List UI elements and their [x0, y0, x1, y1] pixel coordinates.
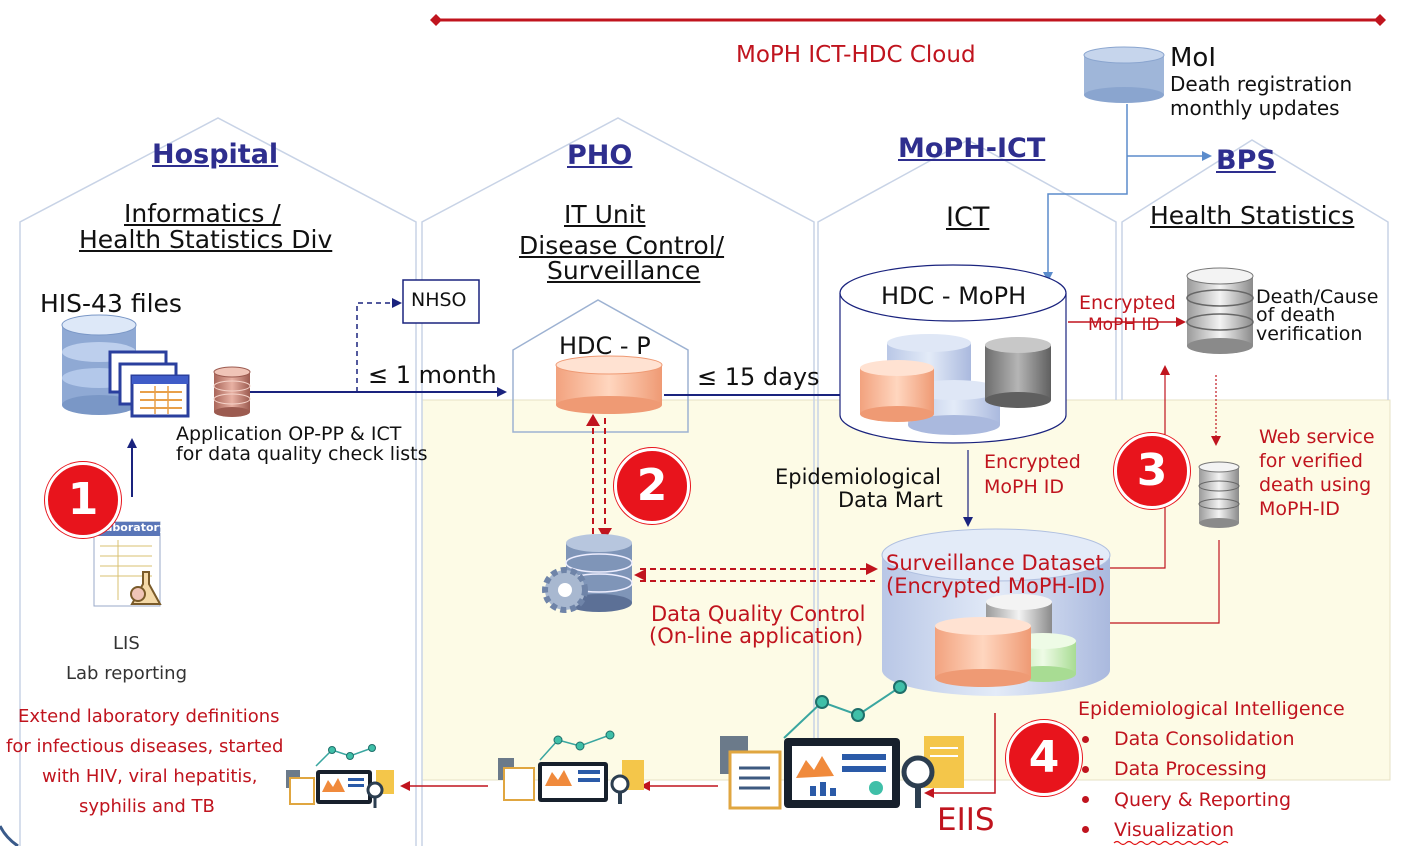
moi-database-icon [1083, 46, 1165, 103]
enc-mid-line1: Encrypted [984, 451, 1081, 473]
bps-house [1121, 139, 1389, 400]
lab-report-icon [93, 521, 162, 607]
spellcheck-underline [1113, 840, 1229, 846]
enc-top-line2: MoPH ID [1088, 315, 1160, 335]
dashboard-icon-medium [498, 730, 644, 804]
hdc-p-label: HDC - P [559, 332, 651, 360]
extend-line3: with HIV, viral hepatitis, [42, 766, 258, 787]
extend-line1: Extend laboratory definitions [18, 706, 280, 727]
extend-line2: for infectious diseases, started [6, 736, 284, 757]
enc-mid-line2: MoPH ID [984, 476, 1065, 498]
enc-top-line1: Encrypted [1079, 292, 1176, 314]
death-database-icon [1186, 267, 1254, 354]
gear-database-icon [542, 534, 633, 613]
dqc-line2: (On-line application) [649, 624, 864, 648]
days-label: ≤ 15 days [697, 363, 820, 391]
section-title-hospital: Hospital [152, 139, 279, 170]
step-badge-1: 1 [45, 462, 121, 538]
surv-line2: (Encrypted MoPH-ID) [886, 574, 1106, 598]
surv-line1: Surveillance Dataset [886, 551, 1104, 575]
surveillance-database [881, 528, 1111, 696]
app-database-icon [213, 366, 251, 417]
death-line3: verification [1256, 323, 1363, 345]
intel-bullet-3 [1082, 796, 1089, 803]
step-badge-3: 3 [1114, 433, 1190, 509]
dashboard-icon-large [720, 680, 964, 810]
nhso-box [402, 279, 480, 324]
lab-icon-label: Laboratory [98, 521, 167, 534]
extend-line4: syphilis and TB [79, 796, 215, 817]
nhso-label: NHSO [411, 289, 467, 311]
intel-item-3: Query & Reporting [1114, 789, 1292, 811]
web-line3: death using [1259, 474, 1372, 496]
web-line4: MoPH-ID [1259, 498, 1340, 520]
pho-inner-house [512, 299, 689, 433]
pho-sub3: Surveillance [547, 256, 701, 285]
intel-bullet-4 [1082, 826, 1089, 833]
pho-sub2: Disease Control/ [519, 231, 725, 260]
intel-bullet-1 [1082, 736, 1089, 743]
app-line2: for data quality check lists [176, 443, 428, 465]
pho-sub1: IT Unit [564, 200, 646, 229]
section-title-pho: PHO [567, 140, 633, 171]
web-line1: Web service [1259, 426, 1375, 448]
section-title-bps: BPS [1216, 145, 1276, 176]
intel-bullet-2 [1082, 766, 1089, 773]
eiis-label: EIIS [937, 802, 995, 838]
hospital-sub2: Health Statistics Div [79, 225, 333, 254]
hospital-sub1: Informatics / [124, 199, 281, 228]
lis-line2: Lab reporting [66, 663, 188, 684]
intel-title: Epidemiological Intelligence [1078, 698, 1345, 720]
month-label: ≤ 1 month [368, 361, 497, 389]
spreadsheet-icon [108, 350, 190, 418]
intel-item-2: Data Processing [1114, 758, 1267, 780]
hdc-p-database-icon [555, 355, 663, 414]
death-line2: of death [1256, 304, 1336, 326]
dqc-line1: Data Quality Control [651, 602, 866, 626]
lis-line1: LIS [113, 633, 140, 654]
pho-house [421, 117, 815, 846]
moi-line1: Death registration [1170, 72, 1353, 96]
cloud-label: MoPH ICT-HDC Cloud [736, 42, 976, 68]
web-service-database-icon [1198, 461, 1240, 528]
hdc-moph-label: HDC - MoPH [881, 282, 1027, 310]
intel-item-4: Visualization [1114, 819, 1235, 841]
his-label: HIS-43 files [40, 289, 182, 318]
dashboard-icon-small [286, 744, 394, 808]
moph-sub1: ICT [946, 202, 990, 233]
web-line2: for verified [1259, 450, 1363, 472]
hdc-moph-database [839, 264, 1067, 444]
intel-item-1: Data Consolidation [1114, 728, 1295, 750]
hospital-house [19, 117, 417, 846]
bps-sub1: Health Statistics [1150, 201, 1355, 230]
moi-line2: monthly updates [1170, 96, 1340, 120]
section-title-moph-ict: MoPH-ICT [898, 133, 1046, 164]
step-badge-2: 2 [614, 448, 690, 524]
app-line1: Application OP-PP & ICT [176, 423, 402, 445]
epi-mart-line1: Epidemiological [775, 465, 941, 489]
epi-mart-line2: Data Mart [838, 488, 943, 512]
moi-title: MoI [1170, 43, 1217, 73]
death-line1: Death/Cause [1256, 286, 1379, 308]
step-badge-4: 4 [1006, 720, 1082, 796]
